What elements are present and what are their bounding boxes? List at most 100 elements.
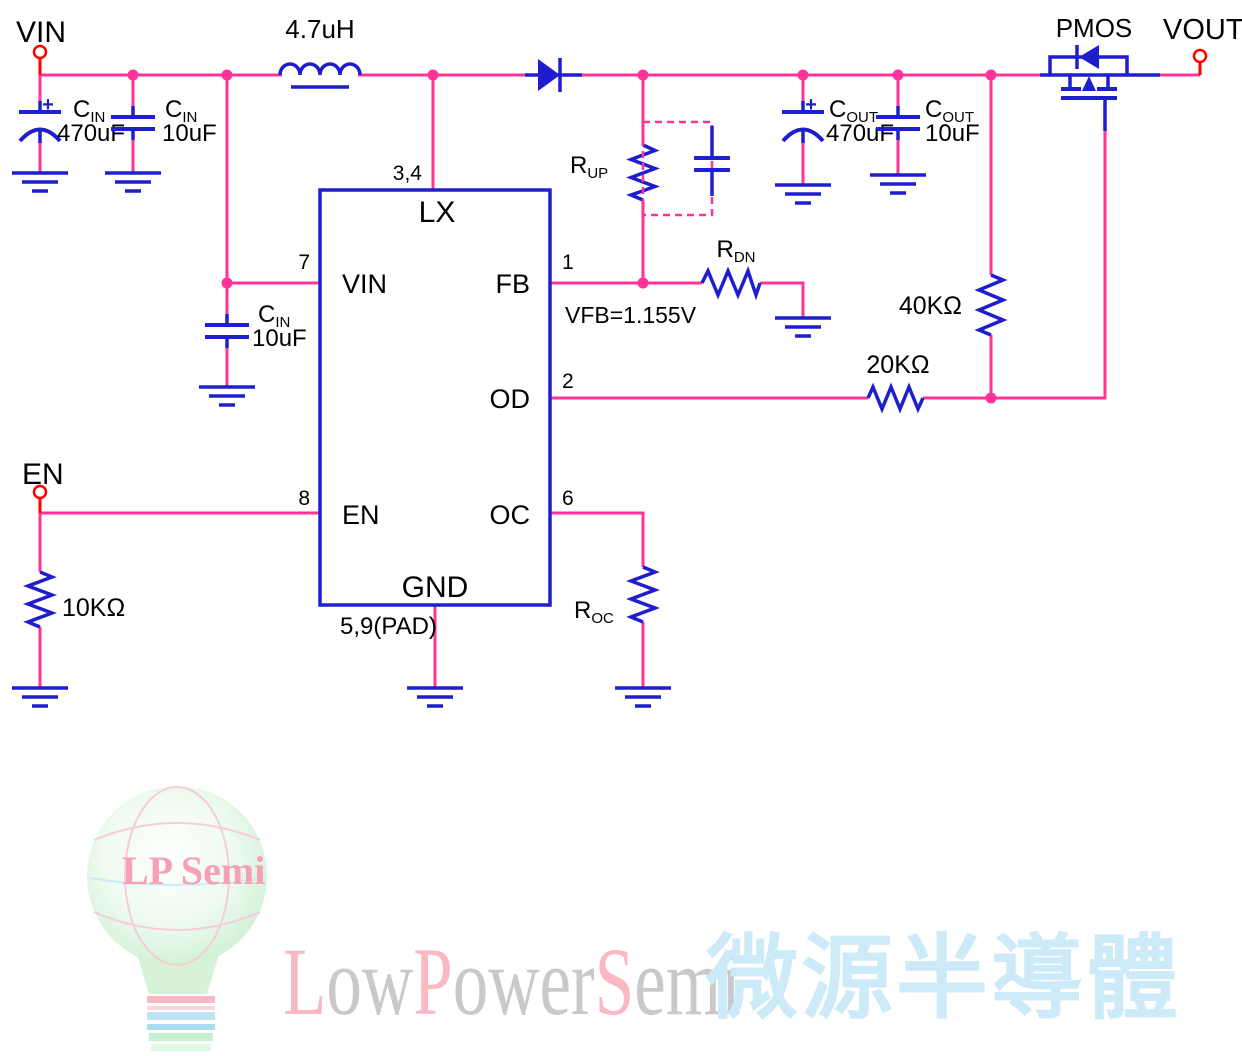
r40k-resistor: 40KΩ: [899, 273, 1008, 337]
cout-ceramic-value: 10uF: [925, 120, 980, 147]
wordmark-letter: S: [595, 930, 635, 1036]
ground-symbol: [199, 385, 255, 407]
rup-resistor: RUP: [570, 143, 661, 202]
schottky-diode: [525, 58, 582, 92]
roc-label: ROC: [574, 597, 614, 627]
brand-wordmark: LowPowerSemi: [283, 930, 741, 1036]
polarity-plus: +: [42, 94, 54, 116]
wordmark-letter: P: [413, 930, 453, 1036]
vin-terminal-label: VIN: [16, 16, 66, 49]
logo-bulb: LP Semi: [87, 786, 267, 1051]
pmos-arrow: [1082, 76, 1096, 91]
ground-symbol: [615, 686, 671, 708]
en-terminal-label: EN: [22, 458, 64, 491]
inductor-value: 4.7uH: [285, 14, 354, 44]
ic-pin-en-number: 8: [298, 487, 310, 510]
cin-pin7-capacitor: CIN 10uF: [205, 301, 307, 352]
node-dot: [985, 392, 997, 404]
vin-terminal: VIN: [16, 16, 66, 75]
r20k-resistor: 20KΩ: [866, 351, 930, 414]
ground-symbol: [775, 316, 831, 338]
cin-bulk-value: 470uF: [57, 120, 125, 147]
bulb-base-stripe: [147, 1006, 215, 1010]
cout-bulk-capacitor: + COUT 470uF: [781, 94, 894, 147]
cin-pin7-value: 10uF: [252, 325, 307, 352]
bulb-base-stripe: [147, 1012, 215, 1020]
wordmark-letters: ow: [326, 930, 413, 1036]
node-dot: [221, 69, 233, 81]
ground-symbol: [12, 686, 68, 708]
wordmark-letter: L: [283, 930, 326, 1036]
svg-text:LowPowerSemi: LowPowerSemi: [283, 930, 741, 1036]
ic-pad-number: 5,9(PAD): [340, 613, 437, 640]
vout-terminal-label: VOUT: [1163, 14, 1242, 46]
cin-bulk-label: CIN: [73, 96, 105, 126]
ic-pin-fb-number: 1: [562, 251, 574, 274]
node-dot: [637, 69, 649, 81]
ic-pin-gnd-label: GND: [402, 571, 469, 604]
ic-pin-lx-number: 3,4: [393, 162, 423, 185]
node-dot: [221, 277, 233, 289]
r40k-value: 40KΩ: [899, 292, 962, 320]
ground-symbols: [12, 171, 926, 708]
wordmark-letters: ower: [453, 930, 595, 1036]
ic-pin-en-label: EN: [342, 500, 380, 530]
wires: [38, 73, 1200, 688]
ground-symbol: [407, 686, 463, 708]
brand-chinese: 微源半導體: [705, 925, 1181, 1032]
en-terminal-pin: [32, 484, 48, 500]
cout-ceramic-label: COUT: [925, 96, 974, 126]
pmos-transistor: PMOS: [1040, 13, 1160, 131]
node-dot: [637, 277, 649, 289]
ic-pin-od-number: 2: [562, 370, 574, 393]
inductor: 4.7uH: [278, 14, 362, 89]
ic-pin-vin-label: VIN: [342, 269, 387, 299]
en-terminal: EN: [22, 458, 64, 513]
cout-bulk-value: 470uF: [826, 120, 894, 147]
rdn-resistor: RDN: [700, 236, 762, 301]
bulb-base-stripe: [147, 996, 215, 1003]
node-dot: [797, 69, 809, 81]
ic-pin-oc-number: 6: [562, 487, 574, 510]
node-dot: [427, 69, 439, 81]
ic-pin-vin-number: 7: [298, 251, 310, 274]
vfb-annotation: VFB=1.155V: [565, 302, 697, 328]
cout-bulk-label: COUT: [829, 96, 878, 126]
bulb-base-stripe: [147, 1024, 215, 1030]
cin-pin7-label: CIN: [258, 301, 290, 331]
cin-bulk-capacitor: + CIN 470uF: [18, 94, 125, 147]
r10k-resistor: 10KΩ: [23, 570, 125, 629]
ground-symbol: [105, 171, 161, 193]
polarity-plus: +: [805, 94, 817, 116]
ic-pin-fb-label: FB: [495, 269, 530, 299]
vin-terminal-pin: [32, 44, 48, 60]
pmos-body-diode: [1079, 45, 1099, 69]
vout-terminal-pin: [1192, 48, 1208, 64]
cout-ceramic-capacitor: COUT 10uF: [876, 96, 980, 147]
rdn-label: RDN: [716, 236, 755, 266]
cin-ceramic-capacitor: CIN 10uF: [111, 96, 217, 147]
r10k-value: 10KΩ: [62, 594, 125, 622]
ground-symbol: [12, 171, 68, 193]
pmos-label: PMOS: [1056, 13, 1133, 43]
logo-bulb-text: LP Semi: [122, 848, 265, 893]
ground-symbol: [775, 183, 831, 205]
junction-dots: [127, 69, 997, 404]
node-dot: [985, 69, 997, 81]
wordmark-letters: emi: [634, 930, 741, 1036]
bulb-base-stripe: [149, 1033, 213, 1041]
ic-body: LX VIN FB OD EN OC GND 3,4 7 1 2 8 6 5,9…: [298, 162, 573, 640]
ic-outline: [318, 188, 552, 607]
ground-symbol: [870, 173, 926, 195]
ic-pin-od-label: OD: [490, 384, 531, 414]
vout-terminal: VOUT: [1163, 14, 1242, 75]
r20k-value: 20KΩ: [866, 351, 929, 379]
ic-pin-lx-label: LX: [419, 196, 456, 229]
bulb-base-stripe: [151, 1044, 211, 1051]
cin-ceramic-value: 10uF: [162, 120, 217, 147]
cin-ceramic-label: CIN: [165, 96, 197, 126]
node-dot: [127, 69, 139, 81]
rup-label: RUP: [570, 152, 608, 182]
ic-pin-oc-label: OC: [490, 500, 531, 530]
